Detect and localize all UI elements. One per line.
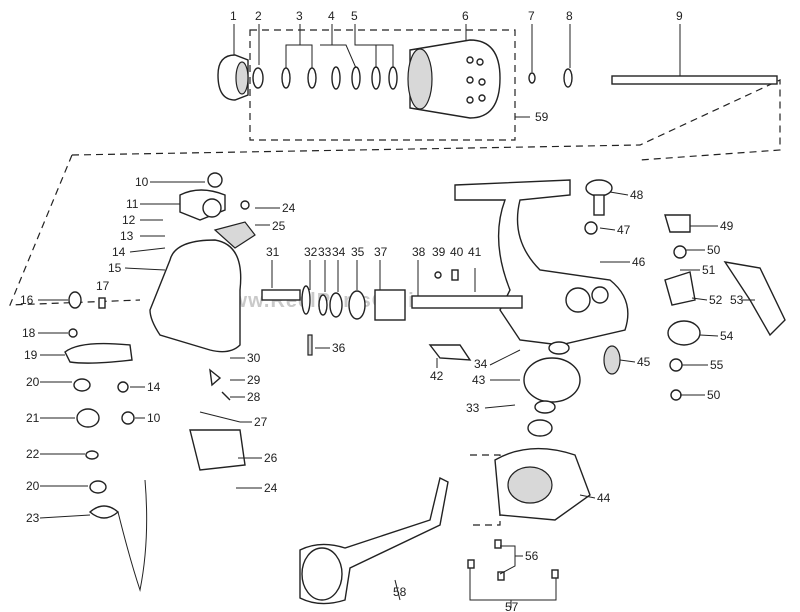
callout-53: 53	[730, 293, 744, 307]
callout-33b: 33	[466, 401, 480, 415]
callout-13: 13	[120, 229, 134, 243]
callout-48: 48	[630, 188, 644, 202]
callout-39: 39	[432, 245, 446, 259]
callout-57: 57	[505, 600, 519, 612]
callout-2: 2	[255, 9, 262, 23]
callout-9: 9	[676, 9, 683, 23]
callout-30: 30	[247, 351, 261, 365]
callout-51: 51	[702, 263, 716, 277]
callout-34b: 34	[474, 357, 488, 371]
side-cover	[494, 214, 786, 521]
callout-10a: 10	[135, 175, 149, 189]
callout-58: 58	[393, 585, 407, 599]
callout-17: 17	[96, 279, 110, 293]
callout-42: 42	[430, 369, 444, 383]
callout-35: 35	[351, 245, 365, 259]
mid-components	[261, 268, 523, 361]
callout-21: 21	[26, 411, 40, 425]
callout-47: 47	[617, 223, 631, 237]
handle-assembly	[299, 476, 559, 605]
callout-26: 26	[264, 451, 278, 465]
callout-14b: 14	[147, 380, 161, 394]
dashed-assembly-boundary	[9, 29, 781, 526]
callout-33a: 33	[318, 245, 332, 259]
bail-components	[64, 291, 148, 592]
callout-23: 23	[26, 511, 40, 525]
callout-20b: 20	[26, 479, 40, 493]
callout-16: 16	[20, 293, 34, 307]
callout-41: 41	[468, 245, 482, 259]
callout-6: 6	[462, 9, 469, 23]
callout-15: 15	[108, 261, 122, 275]
callout-50b: 50	[707, 388, 721, 402]
callout-40: 40	[450, 245, 464, 259]
callout-56: 56	[525, 549, 539, 563]
callout-29: 29	[247, 373, 261, 387]
reel-body	[454, 179, 629, 346]
callout-50a: 50	[707, 243, 721, 257]
callout-18: 18	[22, 326, 36, 340]
callout-labels: 1 2 3 4 5 6 7 8 9 59 10 11 12 13 14 15 1…	[20, 9, 744, 612]
callout-38: 38	[412, 245, 426, 259]
callout-46: 46	[632, 255, 646, 269]
callout-59: 59	[535, 110, 549, 124]
gear-set	[523, 320, 701, 437]
callout-34a: 34	[332, 245, 346, 259]
leader-lines	[38, 24, 755, 608]
callout-1: 1	[230, 9, 237, 23]
callout-37: 37	[374, 245, 388, 259]
callout-28: 28	[247, 390, 261, 404]
callout-44: 44	[597, 491, 611, 505]
spool-assembly	[217, 39, 778, 119]
callout-19: 19	[24, 348, 38, 362]
callout-31: 31	[266, 245, 280, 259]
callout-45: 45	[637, 355, 651, 369]
callout-25: 25	[272, 219, 286, 233]
callout-43: 43	[472, 373, 486, 387]
callout-27: 27	[254, 415, 268, 429]
callout-4: 4	[328, 9, 335, 23]
callout-3: 3	[296, 9, 303, 23]
callout-8: 8	[566, 9, 573, 23]
callout-7: 7	[528, 9, 535, 23]
callout-24b: 24	[264, 481, 278, 495]
callout-20a: 20	[26, 375, 40, 389]
callout-11: 11	[126, 197, 139, 211]
callout-54: 54	[720, 329, 734, 343]
callout-10b: 10	[147, 411, 161, 425]
callout-32: 32	[304, 245, 318, 259]
callout-55: 55	[710, 358, 724, 372]
callout-5: 5	[351, 9, 358, 23]
callout-22: 22	[26, 447, 40, 461]
callout-49: 49	[720, 219, 734, 233]
callout-52: 52	[709, 293, 723, 307]
rotor-assembly	[149, 172, 256, 471]
callout-14a: 14	[112, 245, 126, 259]
callout-36: 36	[332, 341, 346, 355]
callout-24a: 24	[282, 201, 296, 215]
callout-12: 12	[122, 213, 136, 227]
